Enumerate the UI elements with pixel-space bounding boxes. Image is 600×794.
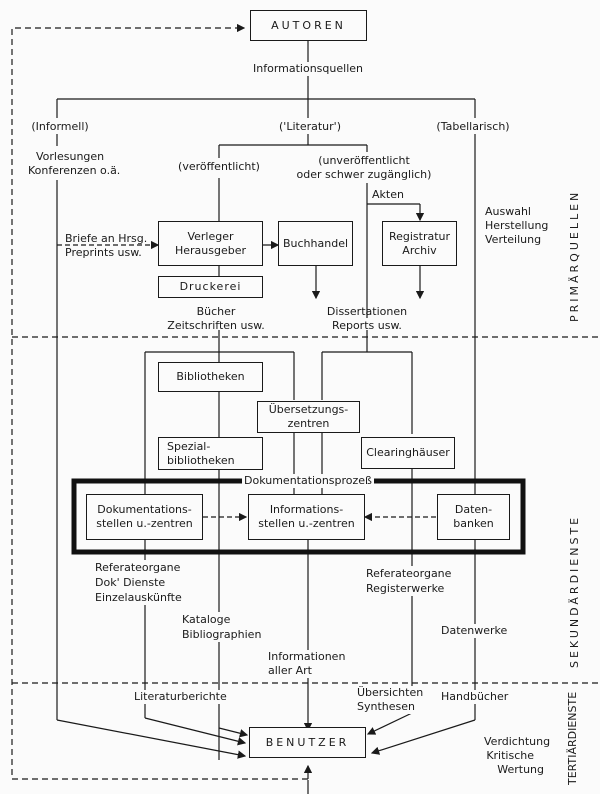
datenbanken-box: Daten-banken — [437, 494, 510, 540]
bibliotheken-box: Bibliotheken — [158, 362, 263, 392]
dokumentationsstellen-box: Dokumentations-stellen u.-zentren — [86, 494, 203, 540]
informell-label: (Informell) — [31, 120, 89, 134]
zone-tertiaerdienste: TERTIÄRDIENSTE — [566, 691, 579, 785]
spezial-box: Spezial-bibliotheken — [158, 437, 263, 470]
literatur-label: ('Literatur') — [279, 120, 341, 134]
zone-sekundaerdienste: SEKUNDÄRDIENSTE — [568, 514, 581, 668]
veroeffentlicht-label: (veröffentlicht) — [178, 160, 260, 174]
briefe-label: Briefe an Hrsg.Preprints usw. — [65, 232, 148, 259]
informationsstellen-box: Informations-stellen u.-zentren — [248, 494, 365, 540]
uebersetzung-box: Übersetzungs-zentren — [257, 401, 360, 433]
informationsquellen-label: Informationsquellen — [253, 62, 363, 75]
handbuecher-label: Handbücher — [441, 690, 509, 704]
druckerei-box: Druckerei — [158, 276, 263, 298]
zone-primaerquellen: PRIMÄRQUELLEN — [568, 189, 581, 322]
literaturberichte-label: Literaturberichte — [134, 690, 227, 704]
akten-label: Akten — [372, 188, 404, 201]
datenwerke-label: Datenwerke — [441, 624, 508, 638]
dokumentationsprozess-label: Dokumentationsprozeß — [242, 474, 374, 488]
autoren-box: AUTOREN — [250, 10, 367, 41]
clearing-box: Clearinghäuser — [361, 437, 455, 469]
tabellarisch-label: (Tabellarisch) — [436, 120, 510, 134]
buchhandel-box: Buchhandel — [278, 221, 353, 266]
benutzer-box: BENUTZER — [249, 727, 366, 758]
